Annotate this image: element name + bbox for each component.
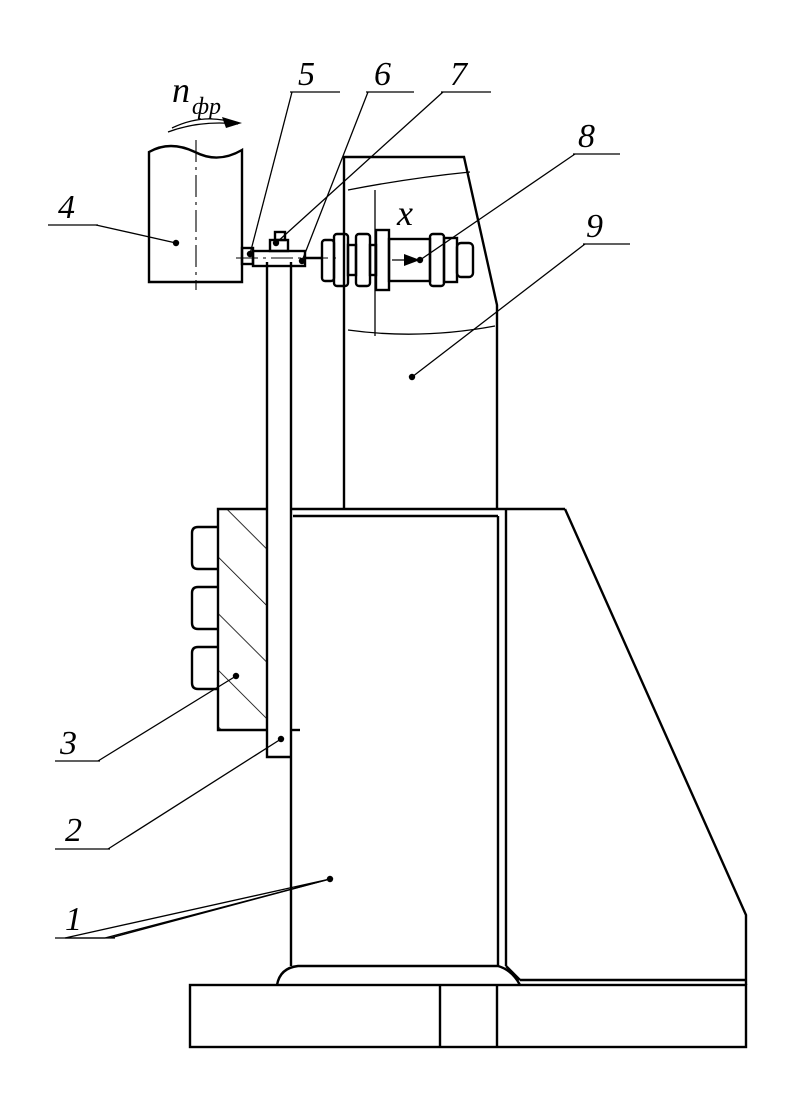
leader-lines [48,91,630,939]
clamp-block [190,507,267,732]
label-6: 6 [374,56,391,93]
vertical-rod [265,262,300,759]
axis-label-x: x [396,193,413,233]
label-7: 7 [450,56,469,93]
column-body [289,507,748,985]
upper-housing [342,155,499,509]
label-4: 4 [58,189,75,226]
label-3: 3 [59,725,77,762]
base-plate [188,964,748,1049]
rotation-symbol: n [172,70,190,110]
cutter [147,140,244,290]
rotation-subscript: фр [192,94,221,120]
label-5: 5 [298,56,315,93]
label-8: 8 [578,118,595,155]
label-1: 1 [65,901,82,938]
label-2: 2 [65,812,82,849]
sensor-assembly [305,228,475,292]
clamp-bolts [190,525,218,691]
rotation-arrow-icon [167,117,242,133]
label-9: 9 [586,208,603,245]
